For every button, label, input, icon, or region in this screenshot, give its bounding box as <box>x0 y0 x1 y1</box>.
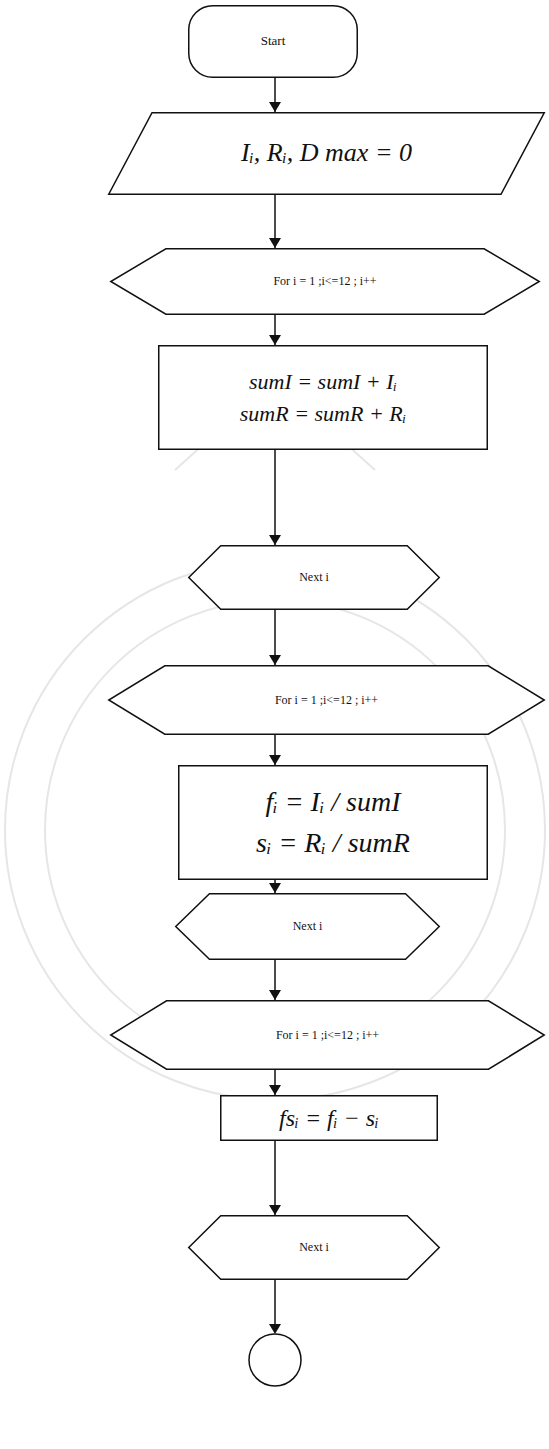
terminator-label: Start <box>261 33 286 49</box>
terminator: Start <box>188 5 358 78</box>
flow-arrow <box>274 78 276 112</box>
formula-text: Iᵢ, Rᵢ, D max = 0 <box>241 137 412 170</box>
loop-hexagon: For i = 1 ;i<=12 ; i++ <box>110 248 540 315</box>
rectangle-outline <box>179 766 488 880</box>
terminator-outline <box>189 6 358 78</box>
process-box: fsᵢ = fᵢ − sᵢ <box>220 1095 438 1141</box>
loop-label: Next i <box>299 1240 329 1255</box>
loop-label: For i = 1 ;i<=12 ; i++ <box>276 1028 379 1043</box>
watermark-ring <box>5 560 545 1100</box>
flow-arrow <box>274 1280 276 1325</box>
loop-end-hexagon: Next i <box>188 545 440 610</box>
flow-arrow <box>274 450 276 545</box>
process-box-outline <box>158 345 488 450</box>
formula-text: sumR = sumR + Rᵢ <box>240 398 406 430</box>
hexagon-outline <box>189 1216 440 1280</box>
flow-arrow <box>274 735 276 765</box>
parallelogram-outline <box>109 113 545 195</box>
flow-arrow <box>274 1070 276 1095</box>
hexagon-outline <box>111 249 540 315</box>
hexagon-outline <box>176 894 440 960</box>
arrow-head <box>269 1324 281 1334</box>
formula-text: sᵢ = Rᵢ / sumR <box>256 823 410 864</box>
loop-label: For i = 1 ;i<=12 ; i++ <box>275 693 378 708</box>
loop-label: Next i <box>299 570 329 585</box>
loop-hexagon: For i = 1 ;i<=12 ; i++ <box>108 665 545 735</box>
loop-label: Next i <box>293 919 323 934</box>
process-box-outline <box>178 765 488 880</box>
flow-arrow <box>274 1141 276 1215</box>
flow-arrow <box>274 610 276 665</box>
hexagon-outline <box>109 666 545 735</box>
rectangle-outline <box>159 346 488 450</box>
flow-arrow <box>274 315 276 345</box>
formula-text: fᵢ = Iᵢ / sumI <box>265 782 400 823</box>
process-box: sumI = sumI + IᵢsumR = sumR + Rᵢ <box>158 345 488 450</box>
loop-end-hexagon: Next i <box>175 893 440 960</box>
flow-arrow <box>274 880 276 893</box>
formula-text: fsᵢ = fᵢ − sᵢ <box>279 1103 379 1133</box>
loop-hexagon: For i = 1 ;i<=12 ; i++ <box>110 1000 545 1070</box>
formula-text: sumI = sumI + Iᵢ <box>249 366 397 398</box>
rectangle-outline <box>221 1096 438 1141</box>
watermark-seal <box>5 380 545 1100</box>
process-box: fᵢ = Iᵢ / sumIsᵢ = Rᵢ / sumR <box>178 765 488 880</box>
loop-end-hexagon: Next i <box>188 1215 440 1280</box>
hexagon-outline <box>111 1001 545 1070</box>
flow-arrow <box>274 195 276 248</box>
input-parallelogram: Iᵢ, Rᵢ, D max = 0 <box>108 112 545 195</box>
hexagon-outline <box>189 546 440 610</box>
flow-arrow <box>274 960 276 1000</box>
off-page-connector <box>249 1334 301 1386</box>
loop-label: For i = 1 ;i<=12 ; i++ <box>273 274 376 289</box>
